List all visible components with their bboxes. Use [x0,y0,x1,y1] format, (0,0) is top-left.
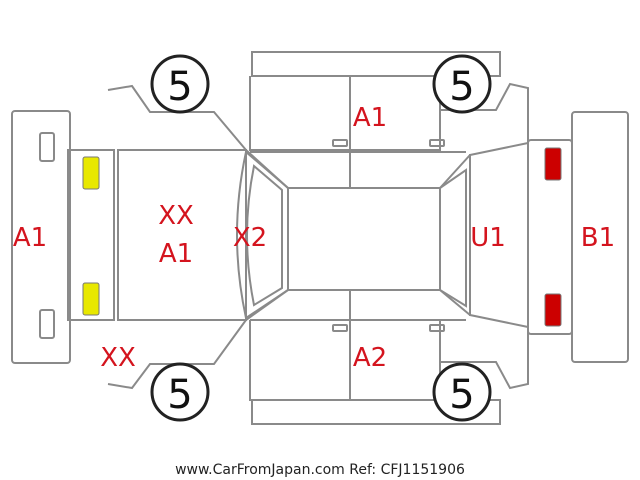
damage-windshield: X2 [233,223,267,253]
rear-light-top [544,147,562,181]
car-outline [11,51,629,425]
front-bumper [11,110,71,364]
front-bumper-slot-top [39,132,55,162]
top-side-sill [251,51,501,77]
wind-connect-top [245,149,289,189]
damage-back-glass: U1 [470,223,506,253]
top-rear-handle [429,139,445,147]
rear-connect-bottom [439,289,471,316]
damage-lower-right-side: A2 [353,343,387,373]
tire-rear-right: 5 [432,362,492,422]
tire-ring-icon [432,54,492,114]
damage-rear-bumper: B1 [581,223,615,253]
damage-front-bumper: A1 [13,223,47,253]
footer-source: www.CarFromJapan.com Ref: CFJ1151906 [175,462,465,478]
bottom-front-handle [332,324,348,332]
tire-rear-left: 5 [150,362,210,422]
top-rear-fender [440,82,529,143]
tire-front-left: 5 [150,54,210,114]
windshield-inner [246,164,283,307]
tire-ring-icon [150,362,210,422]
tire-front-left-value: 5 [167,64,192,110]
tire-front-right: 5 [432,54,492,114]
wind-connect-bottom [245,289,289,321]
rear-connect-top [439,154,471,189]
front-bumper-slot-bottom [39,309,55,339]
rear-bumper [571,111,629,363]
bottom-rear-handle [429,324,445,332]
bottom-front-fender [107,319,247,390]
front-light-panel [67,149,115,321]
rear-light-bottom [544,293,562,327]
front-light-top [82,156,100,190]
hood-outline [117,149,247,321]
damage-codes: A1 XX A1 X2 A1 XX A2 U1 B1 [13,103,615,373]
roof [287,187,441,291]
top-front-fender [107,84,247,151]
damage-hood-bottom: A1 [159,239,193,269]
tire-rear-left-value: 5 [167,372,192,418]
damage-lower-left: XX [100,343,136,373]
damage-hood-top: XX [158,201,194,231]
front-light-bottom [82,282,100,316]
windshield-outline [236,150,289,320]
back-glass-outline [439,168,467,308]
tire-ring-icon [432,362,492,422]
tire-front-right-value: 5 [449,64,474,110]
tire-rear-right-value: 5 [449,372,474,418]
tire-ring-icon [150,54,210,114]
top-front-handle [332,139,348,147]
top-front-door [249,76,351,151]
damage-roof-right-side: A1 [353,103,387,133]
bottom-rear-fender [440,327,529,390]
